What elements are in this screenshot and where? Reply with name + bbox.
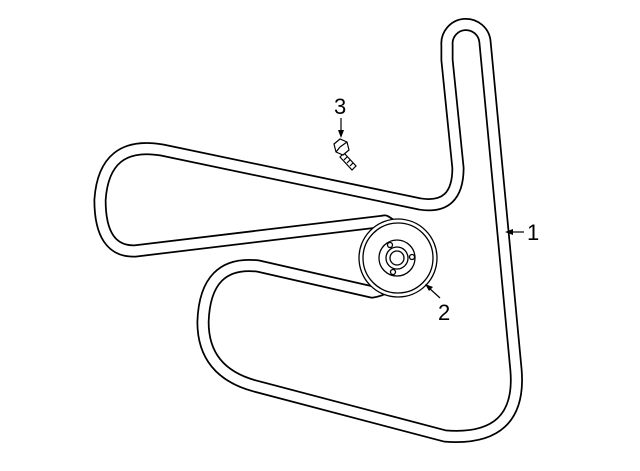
callout-label-1: 1 — [527, 220, 539, 245]
callout-3: 3 — [334, 94, 346, 138]
callout-2: 2 — [425, 284, 450, 325]
callout-1: 1 — [505, 220, 539, 245]
serpentine-belt[interactable] — [93, 17, 523, 443]
callout-label-2: 2 — [438, 300, 450, 325]
idler-pulley[interactable] — [358, 218, 438, 298]
bolt[interactable] — [333, 138, 357, 171]
callout-label-3: 3 — [334, 94, 346, 119]
